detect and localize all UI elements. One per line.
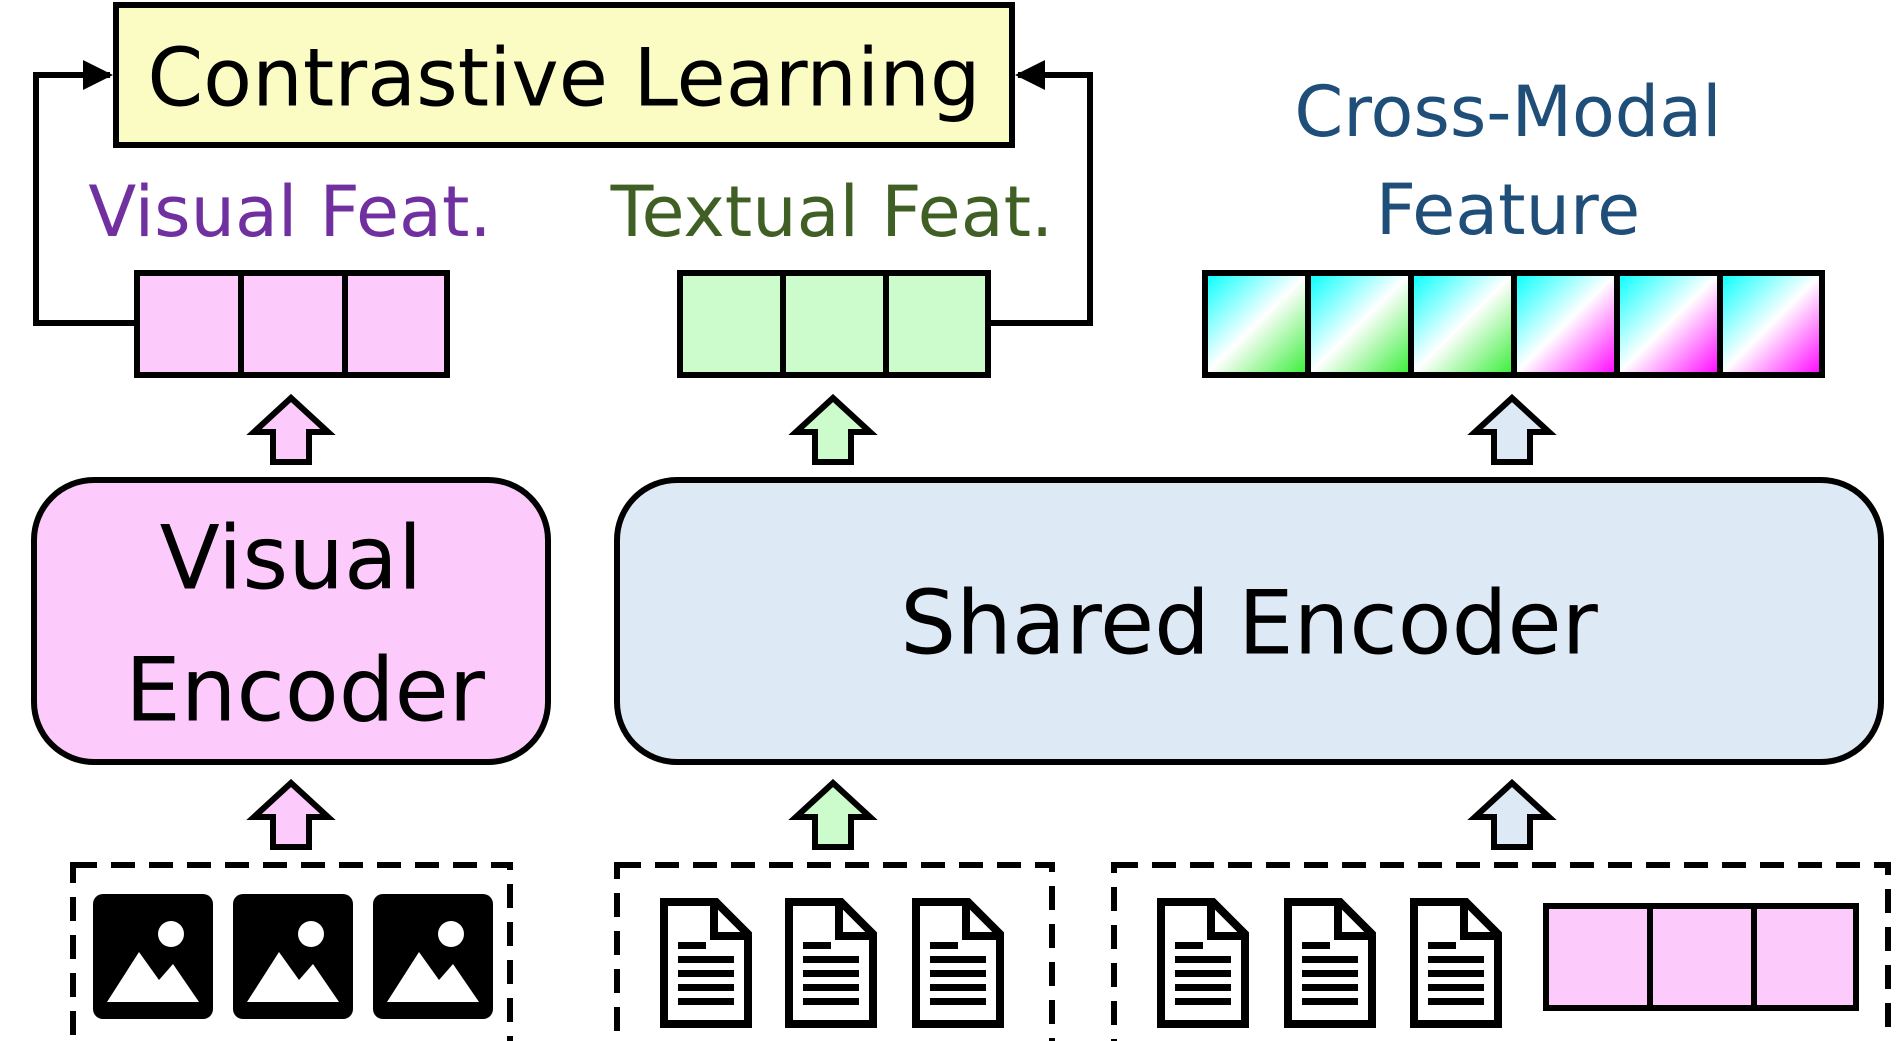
visual-feature-input-cell: [1543, 903, 1653, 1011]
document-icon: [1288, 902, 1372, 1024]
up-arrow-textual-input: [788, 778, 878, 850]
textual-feat-label: Textual Feat.: [610, 171, 1054, 253]
visual-feature-input-cell: [1647, 903, 1757, 1011]
visual-feedback-arrow: [33, 60, 136, 326]
shared-encoder-box: Shared Encoder: [614, 477, 1884, 765]
cross-modal-feature-vector: [1202, 270, 1825, 378]
image-icon: [233, 894, 353, 1019]
cross-modal-label-line1: Cross-Modal: [1294, 71, 1721, 153]
document-icon: [1161, 902, 1245, 1024]
visual-feature-vector: [134, 270, 450, 378]
image-icon: [93, 894, 213, 1019]
up-arrow-cross-modal-input: [1467, 778, 1557, 850]
cross-modal-cell: [1202, 270, 1311, 378]
visual-feature-cell: [238, 270, 348, 378]
visual-feat-label: Visual Feat.: [88, 171, 491, 253]
cross-modal-cell: [1717, 270, 1825, 378]
visual-encoder-label-line2: Encoder: [125, 639, 486, 742]
up-arrow-textual-output: [788, 393, 878, 465]
textual-feature-cell: [780, 270, 889, 378]
document-icon: [916, 902, 1000, 1024]
textual-feedback-arrow: [986, 60, 1093, 326]
cross-modal-label-line2: Feature: [1376, 169, 1641, 251]
cross-modal-cell: [1305, 270, 1414, 378]
cross-modal-input-group: [1111, 862, 1891, 1041]
text-input-group: [614, 862, 1055, 1041]
up-arrow-cross-modal-output: [1467, 393, 1557, 465]
visual-feature-input-vector: [1543, 903, 1859, 1011]
cross-modal-cell: [1614, 270, 1723, 378]
document-icon: [789, 902, 873, 1024]
image-icon: [373, 894, 493, 1019]
contrastive-learning-box: Contrastive Learning: [113, 2, 1015, 148]
visual-encoder-box: Visual Encoder: [31, 477, 551, 765]
document-icon: [1414, 902, 1498, 1024]
shared-encoder-label: Shared Encoder: [900, 572, 1598, 675]
cross-modal-cell: [1511, 270, 1620, 378]
textual-feature-cell: [677, 270, 786, 378]
cross-modal-cell: [1408, 270, 1517, 378]
visual-encoder-label-line1: Visual: [160, 507, 423, 610]
visual-feature-input-cell: [1751, 903, 1859, 1011]
textual-feature-cell: [883, 270, 991, 378]
image-input-group: [70, 862, 513, 1041]
textual-feature-vector: [677, 270, 991, 378]
visual-feature-cell: [134, 270, 244, 378]
document-icon: [664, 902, 748, 1024]
contrastive-learning-label: Contrastive Learning: [147, 32, 980, 125]
visual-feature-cell: [342, 270, 450, 378]
up-arrow-visual-input: [246, 778, 336, 850]
up-arrow-visual-output: [246, 393, 336, 465]
